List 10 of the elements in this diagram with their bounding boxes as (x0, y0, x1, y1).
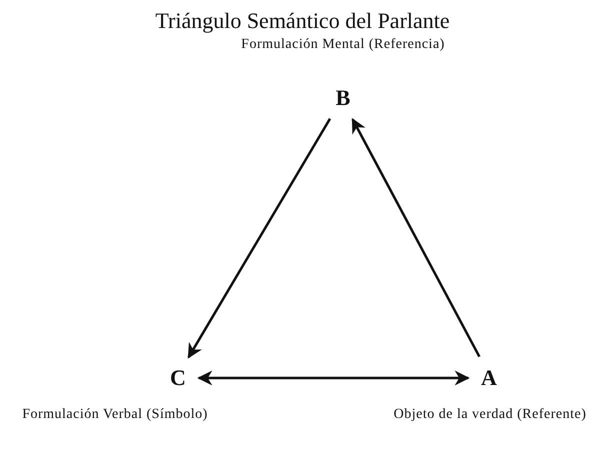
vertex-caption: Objeto de la verdad (Referente) (392, 406, 588, 424)
arrow (187, 118, 332, 359)
arrow (352, 118, 480, 358)
diagram-title: Triángulo Semántico del Parlante (154, 8, 451, 34)
vertex-letter: B (331, 86, 355, 110)
arrow (197, 370, 470, 386)
vertex-caption: Formulación Mental (Referencia) (240, 36, 446, 54)
vertex-letter: C (166, 366, 190, 390)
vertex-letter: A (477, 366, 501, 390)
vertex-caption: Formulación Verbal (Símbolo) (21, 406, 209, 424)
